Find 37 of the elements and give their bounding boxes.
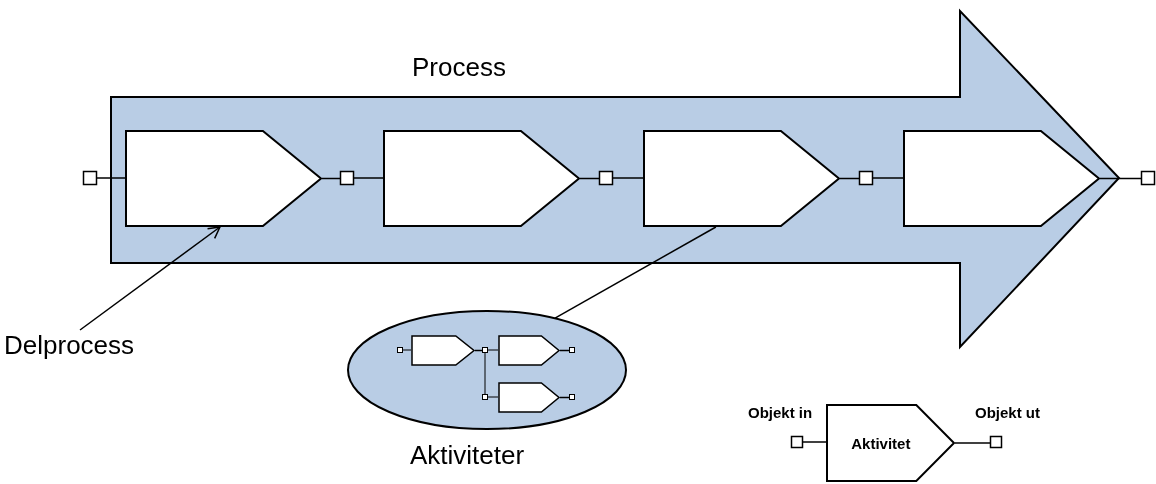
leader-line (554, 226, 717, 319)
delprocess-label: Delprocess (4, 330, 164, 370)
process-title: Process (412, 52, 506, 83)
port-square (1141, 171, 1155, 185)
connector-line (484, 352, 486, 395)
connector-line (487, 349, 499, 351)
port-square (859, 171, 873, 185)
port-square (83, 171, 97, 185)
connector-line (1099, 177, 1142, 180)
connector-line (612, 177, 644, 179)
connector-line (559, 396, 570, 399)
connector-line (474, 349, 483, 352)
activities-ellipse (347, 310, 627, 430)
connector-line (954, 442, 991, 444)
port-square (599, 171, 613, 185)
connector-line (579, 177, 600, 180)
connector-line (802, 441, 827, 443)
connector-line (872, 177, 904, 179)
port-square (340, 171, 354, 185)
subprocess-pentagon (903, 130, 1100, 227)
connector-line (96, 177, 126, 179)
subprocess-pentagon (125, 130, 322, 227)
connector-line (353, 177, 384, 179)
port-square (791, 436, 803, 448)
object-out-label: Objekt ut (975, 404, 1040, 421)
activity-pentagon: Aktivitet (826, 404, 955, 482)
connector-line (487, 396, 499, 398)
connector-line (839, 177, 860, 180)
subprocess-pentagon (383, 130, 580, 227)
activities-caption: Aktiviteter (410, 440, 525, 471)
subprocess-pentagon (643, 130, 840, 227)
leader-line (79, 226, 221, 331)
connector-line (402, 349, 412, 351)
connector-line (321, 177, 341, 180)
connector-line (559, 349, 570, 352)
object-in-label: Objekt in (748, 404, 813, 421)
port-square (990, 436, 1002, 448)
